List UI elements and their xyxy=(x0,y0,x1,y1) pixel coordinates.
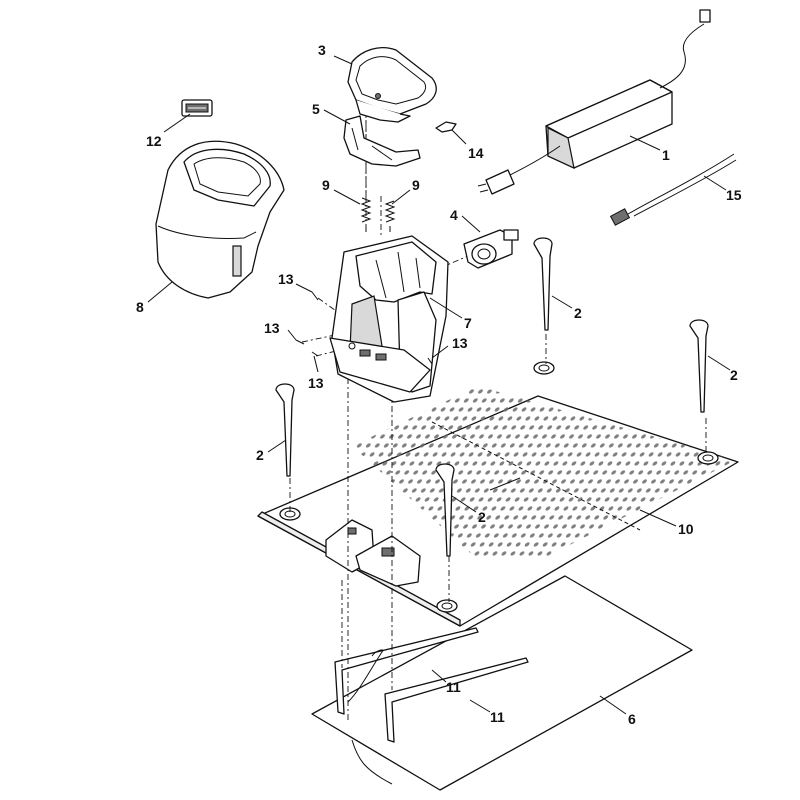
callout-8: 8 xyxy=(136,299,144,315)
callout-1: 1 xyxy=(662,147,670,163)
part-1-power-supply xyxy=(477,9,711,195)
callout-11: 11 xyxy=(490,709,505,725)
callout-14: 14 xyxy=(468,145,484,161)
callout-10: 10 xyxy=(678,521,694,537)
callout-3: 3 xyxy=(318,42,326,58)
part-8-cover-hood xyxy=(155,140,285,299)
part-6-base-sheet xyxy=(311,575,693,791)
part-15-cable xyxy=(609,153,737,226)
callout-9: 9 xyxy=(412,177,420,193)
callout-2: 2 xyxy=(730,367,738,383)
part-10-base-plate xyxy=(257,361,739,627)
callout-6: 6 xyxy=(628,711,636,727)
part-13-screws xyxy=(295,291,433,365)
callout-9: 9 xyxy=(322,177,330,193)
callout-2: 2 xyxy=(478,509,486,525)
part-12-label xyxy=(181,99,213,117)
callout-11: 11 xyxy=(446,679,461,695)
part-14-clip xyxy=(435,121,457,133)
callout-2: 2 xyxy=(256,447,264,463)
callout-5: 5 xyxy=(312,101,320,117)
callout-4: 4 xyxy=(450,207,458,223)
callout-13: 13 xyxy=(308,375,324,391)
part-9-springs xyxy=(360,197,396,232)
part-2-pegs xyxy=(275,237,709,557)
callout-13: 13 xyxy=(278,271,294,287)
leader-lines xyxy=(147,55,731,715)
callout-labels: 1 2 2 2 2 3 4 5 6 7 8 9 9 10 11 11 12 13… xyxy=(136,42,742,727)
part-5-contact-bracket xyxy=(343,115,421,167)
part-4-plug-connector xyxy=(463,229,519,269)
callout-12: 12 xyxy=(146,133,162,149)
part-3-top-panel xyxy=(347,47,437,123)
part-7-station-housing xyxy=(329,235,449,403)
callout-7: 7 xyxy=(464,315,472,331)
callout-15: 15 xyxy=(726,187,742,203)
part-11-wire-guides xyxy=(334,627,529,743)
callout-2: 2 xyxy=(574,305,582,321)
callout-13: 13 xyxy=(452,335,468,351)
callout-13: 13 xyxy=(264,320,280,336)
